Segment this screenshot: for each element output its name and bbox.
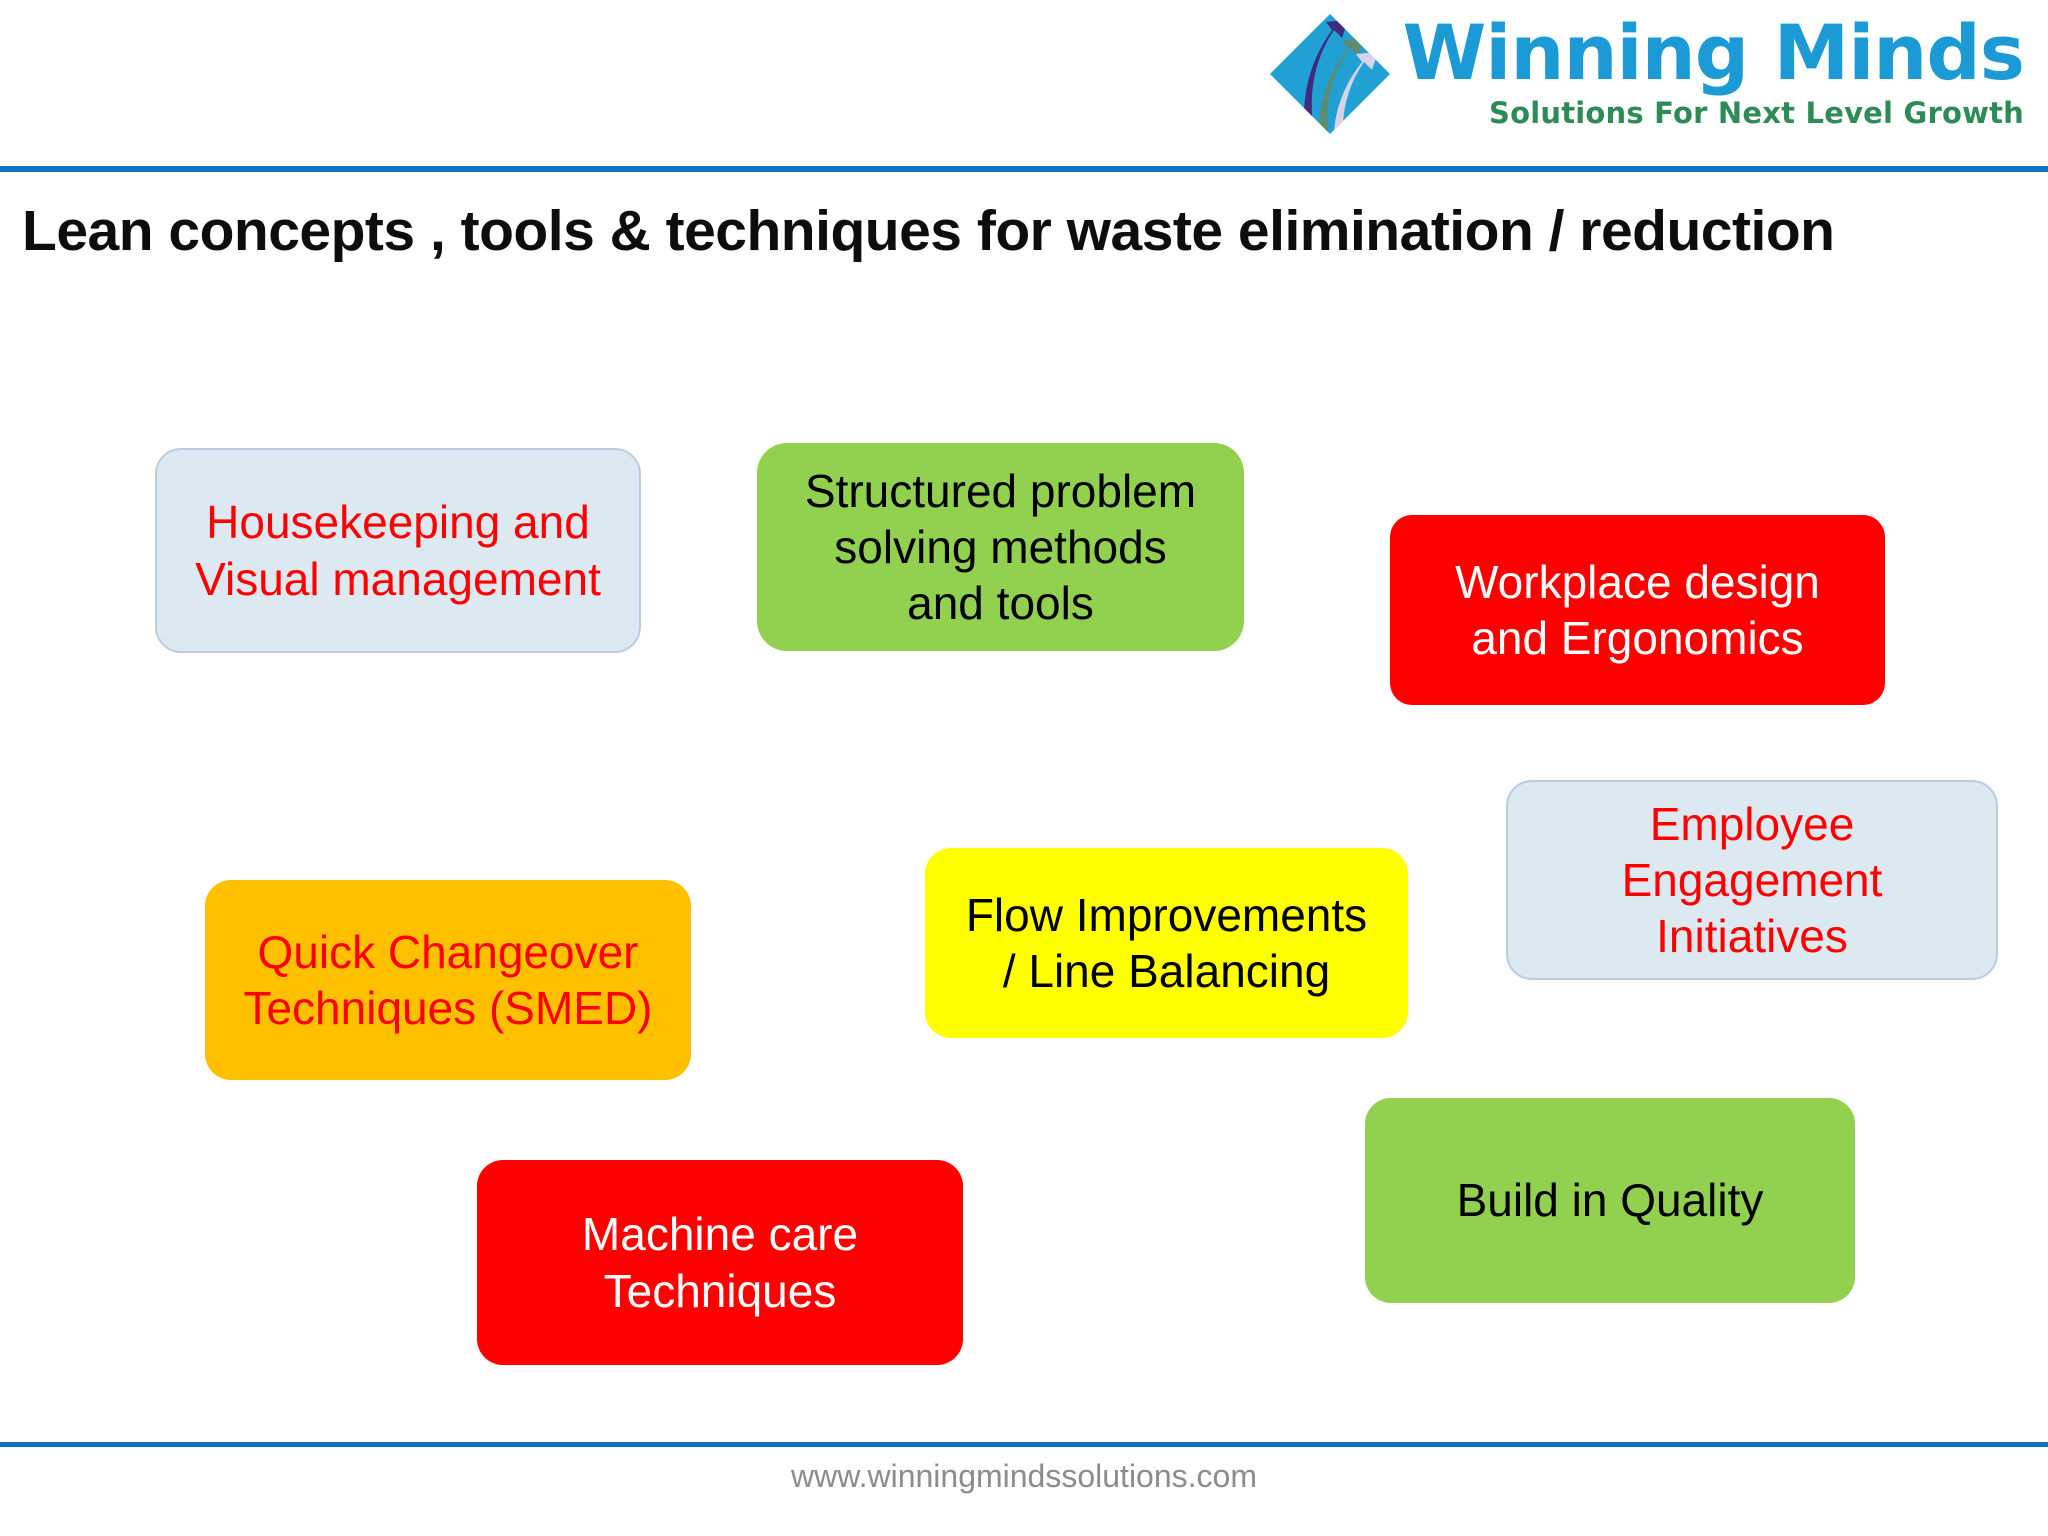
- brand-logo-block: Winning Minds Solutions For Next Level G…: [1264, 8, 2025, 158]
- concept-box-machine-care[interactable]: Machine care Techniques: [477, 1160, 963, 1365]
- concept-box-housekeeping[interactable]: Housekeeping and Visual management: [155, 448, 641, 653]
- concept-box-quick-changeover[interactable]: Quick Changeover Techniques (SMED): [205, 880, 691, 1080]
- footer-website-url[interactable]: www.winningmindssolutions.com: [791, 1458, 1257, 1494]
- brand-tagline: Solutions For Next Level Growth: [1489, 96, 2024, 131]
- brand-name: Winning Minds: [1402, 8, 2025, 97]
- concept-box-structured-problem-solving[interactable]: Structured problem solving methods and t…: [757, 443, 1244, 651]
- brand-text-wrap: Winning Minds Solutions For Next Level G…: [1402, 8, 2025, 131]
- footer-divider: [0, 1442, 2048, 1447]
- concept-box-employee-engagement[interactable]: Employee Engagement Initiatives: [1506, 780, 1998, 980]
- diamond-arrows-logo-icon: [1264, 8, 1396, 140]
- page-title: Lean concepts , tools & techniques for w…: [22, 199, 1835, 263]
- concept-box-build-in-quality[interactable]: Build in Quality: [1365, 1098, 1855, 1303]
- header-divider: [0, 166, 2048, 172]
- concept-box-flow-improvements[interactable]: Flow Improvements / Line Balancing: [925, 848, 1408, 1038]
- concept-box-workplace-design[interactable]: Workplace design and Ergonomics: [1390, 515, 1885, 705]
